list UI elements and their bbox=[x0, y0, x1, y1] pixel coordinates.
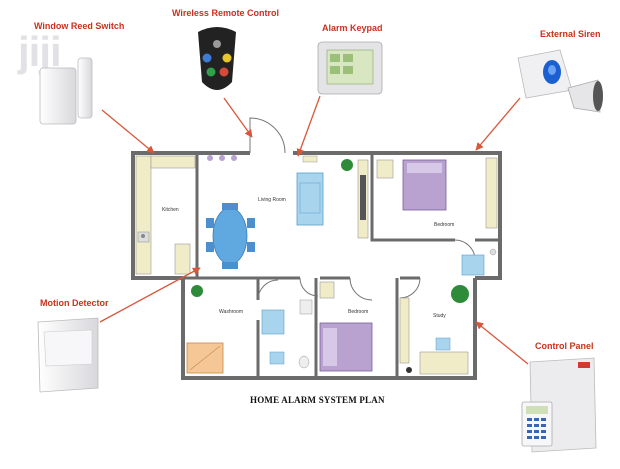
external-siren-device bbox=[517, 49, 603, 113]
label-external-siren: External Siren bbox=[540, 29, 601, 39]
room-label-bedroom-second: Bedroom bbox=[348, 309, 369, 315]
label-control-panel: Control Panel bbox=[535, 341, 594, 351]
room-label-bedroom-main: Bedroom bbox=[434, 222, 455, 228]
kitchen-furniture bbox=[135, 155, 196, 275]
room-label-washroom: Washroom bbox=[219, 309, 243, 315]
label-motion-detector: Motion Detector bbox=[40, 298, 109, 308]
control-panel-device bbox=[521, 357, 597, 453]
main-bedroom-furniture bbox=[376, 157, 498, 276]
label-window-reed-switch: Window Reed Switch bbox=[34, 21, 125, 31]
jiji-watermark: jiji bbox=[18, 28, 62, 75]
diagram-title: HOME ALARM SYSTEM PLAN bbox=[250, 395, 385, 405]
study-furniture bbox=[399, 285, 469, 375]
room-label-study: Study bbox=[433, 313, 446, 319]
arrow-wireless-remote bbox=[223, 97, 253, 138]
pointer-arrows bbox=[99, 95, 529, 365]
label-alarm-keypad: Alarm Keypad bbox=[322, 23, 383, 33]
room-label-living-room: Living Room bbox=[258, 197, 286, 203]
room-label-kitchen: Kitchen bbox=[162, 207, 179, 213]
alarm-keypad-device bbox=[317, 41, 383, 95]
motion-detector-device bbox=[37, 317, 99, 393]
arrow-external-siren bbox=[475, 97, 521, 151]
arrow-control-panel bbox=[475, 321, 529, 365]
arrow-motion-detector bbox=[99, 267, 201, 323]
label-wireless-remote-control: Wireless Remote Control bbox=[172, 8, 279, 18]
floor-walls bbox=[131, 151, 502, 380]
washroom-furniture bbox=[186, 285, 313, 374]
wireless-remote-device bbox=[198, 27, 236, 90]
second-bedroom-furniture bbox=[319, 281, 373, 372]
window-reed-switch-device bbox=[39, 57, 93, 125]
arrow-window-reed bbox=[101, 109, 155, 154]
living-room-furniture bbox=[206, 155, 369, 269]
arrow-alarm-keypad bbox=[296, 95, 321, 157]
